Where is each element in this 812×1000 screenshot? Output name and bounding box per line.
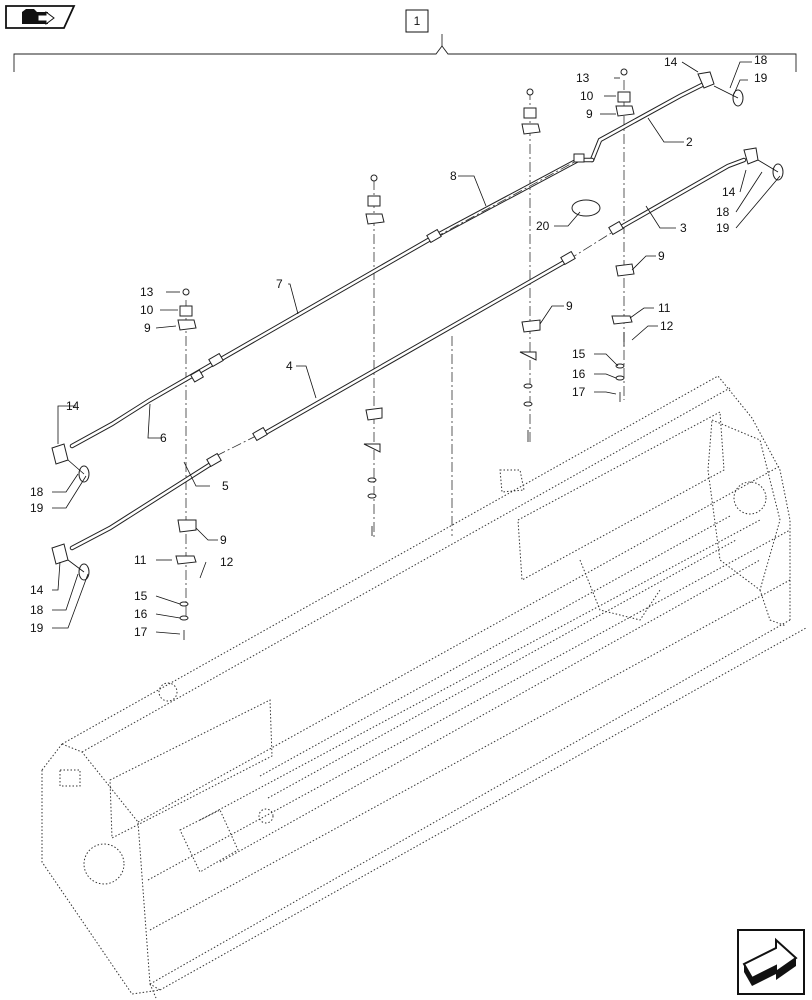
back-button[interactable] — [4, 4, 76, 30]
tube-6 — [69, 359, 219, 449]
callout-15-left: 15 — [134, 589, 148, 603]
callout-12-left: 12 — [220, 555, 234, 569]
callout-14-right: 14 — [722, 185, 736, 199]
callout-19-left-lower: 19 — [30, 621, 44, 635]
callout-9-mid-right: 9 — [658, 249, 665, 263]
callout-9-top-right: 9 — [586, 107, 593, 121]
callout-5: 5 — [222, 479, 229, 493]
tube-7 — [213, 235, 435, 365]
callout-11-left: 11 — [134, 553, 147, 567]
page-forward-arrow-icon — [737, 929, 805, 995]
callout-labels: 2 3 4 5 6 7 8 9 9 9 9 9 10 10 11 11 12 1… — [30, 53, 768, 639]
callout-20: 20 — [536, 219, 550, 233]
tube-2 — [589, 81, 707, 163]
next-page-button[interactable] — [736, 928, 806, 996]
callout-18-top: 18 — [754, 53, 768, 67]
callout-11-right: 11 — [658, 301, 671, 315]
tube-4 — [257, 257, 571, 439]
callout-9-bottom-left: 9 — [220, 533, 227, 547]
callout-13-left: 13 — [140, 285, 154, 299]
callout-12-right: 12 — [660, 319, 674, 333]
callout-9-top-left: 9 — [144, 321, 151, 335]
hardware-stacks — [175, 68, 635, 640]
callout-2: 2 — [686, 135, 693, 149]
callout-14-left-upper: 14 — [66, 399, 80, 413]
leader-lines — [52, 61, 781, 635]
callout-7: 7 — [276, 277, 283, 291]
callout-19-top: 19 — [754, 71, 768, 85]
callout-17-right: 17 — [572, 385, 586, 399]
callout-8: 8 — [450, 169, 457, 183]
callout-3: 3 — [680, 221, 687, 235]
tube-assemblies — [69, 81, 747, 551]
assembly-bracket: 1 — [13, 9, 797, 72]
callout-17-left: 17 — [134, 625, 148, 639]
callout-14-top: 14 — [664, 55, 678, 69]
folder-back-arrow-icon — [5, 5, 76, 29]
header-frame — [41, 375, 807, 999]
callout-18-right: 18 — [716, 205, 730, 219]
callout-19-left-upper: 19 — [30, 501, 44, 515]
callout-6: 6 — [160, 431, 167, 445]
assembly-label: 1 — [414, 14, 421, 28]
callout-19-right: 19 — [716, 221, 730, 235]
callout-9-mid: 9 — [566, 299, 573, 313]
callout-10-left: 10 — [140, 303, 154, 317]
callout-4: 4 — [286, 359, 293, 373]
callout-16-right: 16 — [572, 367, 586, 381]
centerlines — [185, 80, 625, 620]
callout-15-right: 15 — [572, 347, 586, 361]
callout-10-right: 10 — [580, 89, 594, 103]
callout-14-left-lower: 14 — [30, 583, 44, 597]
callout-18-left-upper: 18 — [30, 485, 44, 499]
callout-16-left: 16 — [134, 607, 148, 621]
tube-3 — [613, 157, 747, 233]
fittings — [51, 71, 784, 581]
tube-5 — [69, 459, 217, 551]
callout-18-left-lower: 18 — [30, 603, 44, 617]
callout-13-right: 13 — [576, 71, 590, 85]
